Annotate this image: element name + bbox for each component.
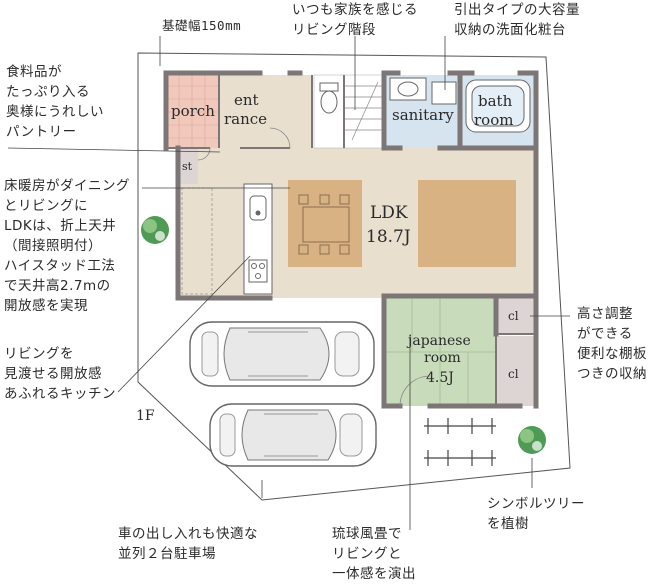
tree-west xyxy=(141,216,169,244)
annotation-washstand: 引出タイプの大容量 収納の洗面化粧台 xyxy=(454,2,580,38)
porch-tiles xyxy=(166,73,219,148)
annotation-parking: 車の出し入れも快適な 並列２台駐車場 xyxy=(118,526,258,562)
annotation-stairs: いつも家族を感じる リビング階段 xyxy=(292,2,418,38)
stairs-floor xyxy=(343,74,385,149)
annotation-shelf: 高さ調整 ができる 便利な棚板 つきの収納 xyxy=(577,306,647,382)
thin-walls xyxy=(166,73,536,406)
bicycle-2 xyxy=(424,450,496,466)
porch-label: porch xyxy=(171,102,215,120)
storage-label: st xyxy=(182,160,193,173)
dining-table xyxy=(298,194,350,255)
japanese-room-label: japanese room xyxy=(406,333,475,366)
closet-2-floor xyxy=(496,336,534,406)
stairs-treads xyxy=(344,81,384,141)
porch-floor xyxy=(166,73,219,148)
japanese-room-size: 4.5J xyxy=(426,370,454,386)
tatami-grid xyxy=(384,298,496,406)
annotation-heating: 床暖房がダイニング とリビングに xyxy=(4,178,130,214)
japanese-room-label-line2: room xyxy=(424,350,461,366)
sanitary-label: sanitary xyxy=(392,106,454,124)
annotation-pantry: 食料品が たっぷり入る 奥様にうれしい パントリー xyxy=(6,64,104,140)
living-ceiling-accent xyxy=(418,180,516,267)
car-2 xyxy=(209,403,377,467)
bathtub xyxy=(465,79,531,133)
japanese-room-label-line1: japanese xyxy=(406,333,471,349)
washbasin xyxy=(389,77,457,105)
lot-outline xyxy=(137,52,571,501)
annotation-ceiling: LDKは、折上天井 （間接照明付） ハイスタッド工法 で天井高2.7mの 開放感… xyxy=(4,218,117,314)
door-swings xyxy=(197,127,431,407)
kitchen-counter xyxy=(243,183,273,295)
entrance-label: ent rance xyxy=(224,91,267,128)
bathroom-label: bath room xyxy=(474,92,517,129)
closet-1-label: cl xyxy=(508,309,519,323)
bicycle-1 xyxy=(424,418,496,434)
bathroom-label-line1: bath xyxy=(478,92,513,110)
floor-label: 1F xyxy=(136,408,155,424)
tree-symbol xyxy=(518,426,546,454)
annotation-tatami: 琉球風畳で リビングと 一体感を演出 xyxy=(332,526,416,582)
toilet xyxy=(319,82,339,114)
entrance-label-line1: ent xyxy=(234,91,259,109)
entrance-floor xyxy=(220,75,272,148)
hall-floor xyxy=(272,75,312,148)
annotation-tree: シンボルツリー を植樹 xyxy=(487,496,585,532)
annotation-kitchen: リビングを 見渡せる開放感 あふれるキッチン xyxy=(4,346,116,402)
closet-2-label: cl xyxy=(508,367,519,381)
closet-1-floor xyxy=(496,298,534,334)
ldk-size: 18.7J xyxy=(366,227,411,247)
storage-floor xyxy=(178,148,198,184)
entrance-label-line2: rance xyxy=(224,110,267,128)
car-1 xyxy=(189,321,375,387)
ldk-label: LDK xyxy=(370,203,408,223)
annotation-foundation: 基礎幅150mm xyxy=(162,18,242,33)
leader-lines xyxy=(7,36,570,530)
bathroom-label-line2: room xyxy=(474,111,513,129)
walls xyxy=(163,70,539,409)
